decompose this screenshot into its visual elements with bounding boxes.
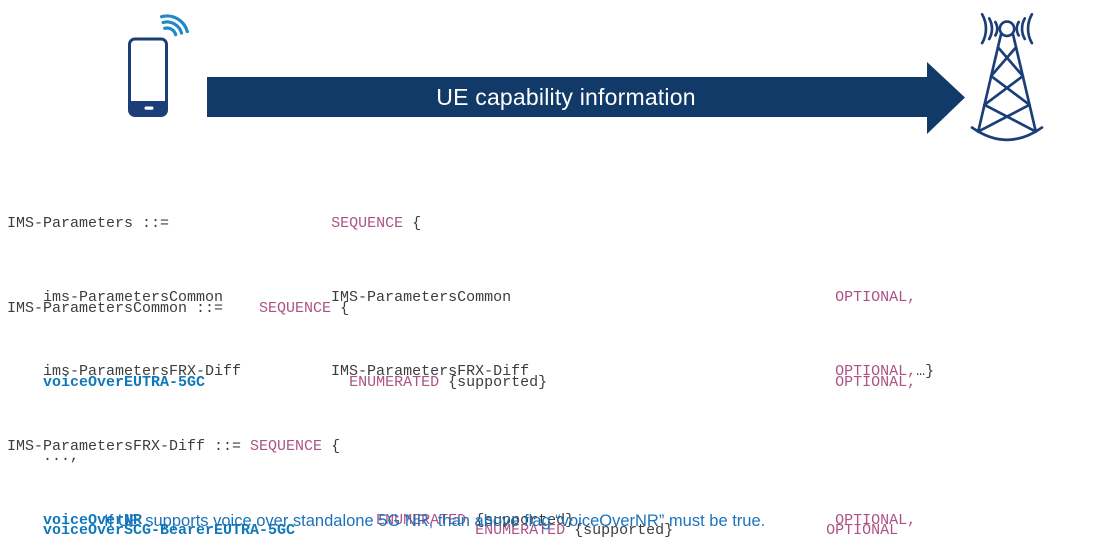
smartphone-icon: [128, 14, 189, 117]
code-token: ...,: [7, 447, 80, 465]
code-token: {: [322, 438, 341, 456]
code-line: voiceOverNR ENUMERATED {supported} OPTIO…: [7, 509, 916, 534]
code-token: {supported}: [439, 373, 836, 391]
code-token: OPTIONAL: [826, 521, 899, 539]
arrow-label: UE capability information: [436, 83, 696, 110]
code-token: OPTIONAL,: [835, 362, 917, 380]
code-token: IMS-ParametersFRX-Diff ::=: [7, 438, 251, 456]
asn1-block-ims-parameters-common: IMS-ParametersCommon ::= SEQUENCE { voic…: [7, 248, 952, 548]
code-token: IMS-Parameters ::=: [7, 215, 332, 233]
note-voiceovernr: If UE supports voice over standalone 5G …: [104, 512, 766, 530]
code-line: voiceOverEUTRA-5GC ENUMERATED {supported…: [7, 371, 952, 396]
signal-waves-icon: [160, 14, 189, 37]
code-token: {: [403, 215, 422, 233]
cell-tower-icon: [970, 13, 1044, 142]
code-token: ENUMERATED: [376, 511, 467, 529]
code-token: {supported}: [466, 511, 836, 529]
code-line: IMS-Parameters ::= SEQUENCE {: [7, 212, 934, 237]
code-token: [7, 512, 43, 529]
code-line: ...,: [7, 445, 952, 470]
code-line: ims-ParametersCommon IMS-ParametersCommo…: [7, 286, 934, 311]
code-line: voiceOverSCG-BearerEUTRA-5GC ENUMERATED …: [7, 519, 952, 544]
code-token: ims-ParametersCommon IMS-ParametersCommo…: [7, 288, 836, 306]
arrow-right: [207, 62, 965, 134]
asn1-block-ims-parameters: IMS-Parameters ::= SEQUENCE { ims-Parame…: [7, 163, 934, 434]
asn1-block-ims-parameters-frx-diff: IMS-ParametersFRX-Diff ::= SEQUENCE { vo…: [7, 386, 916, 548]
code-token: OPTIONAL,: [835, 288, 917, 306]
code-token: {supported}: [565, 521, 827, 539]
code-token: IMS-ParametersCommon ::=: [7, 300, 260, 318]
code-token: ims-ParametersFRX-Diff IMS-ParametersFRX…: [7, 362, 836, 380]
code-token: SEQUENCE: [259, 300, 332, 318]
code-token: OPTIONAL,: [835, 373, 917, 391]
code-token-voiceOverSCG-BearerEUTRA-5GC: voiceOverSCG-BearerEUTRA-5GC: [43, 521, 296, 539]
code-token: {: [331, 300, 350, 318]
code-token: SEQUENCE: [250, 438, 323, 456]
code-line: ims-ParametersFRX-Diff IMS-ParametersFRX…: [7, 360, 934, 385]
code-token-voiceOverEUTRA-5GC: voiceOverEUTRA-5GC: [43, 373, 206, 391]
code-token: ENUMERATED: [349, 373, 440, 391]
code-token: OPTIONAL,: [835, 511, 917, 529]
code-line: IMS-ParametersFRX-Diff ::= SEQUENCE {: [7, 435, 916, 460]
code-token: SEQUENCE: [331, 215, 404, 233]
code-line: IMS-ParametersCommon ::= SEQUENCE {: [7, 297, 952, 322]
code-token: …}: [916, 362, 935, 380]
code-token-voiceOverNR: voiceOverNR: [43, 511, 143, 529]
code-token: ENUMERATED: [475, 521, 566, 539]
